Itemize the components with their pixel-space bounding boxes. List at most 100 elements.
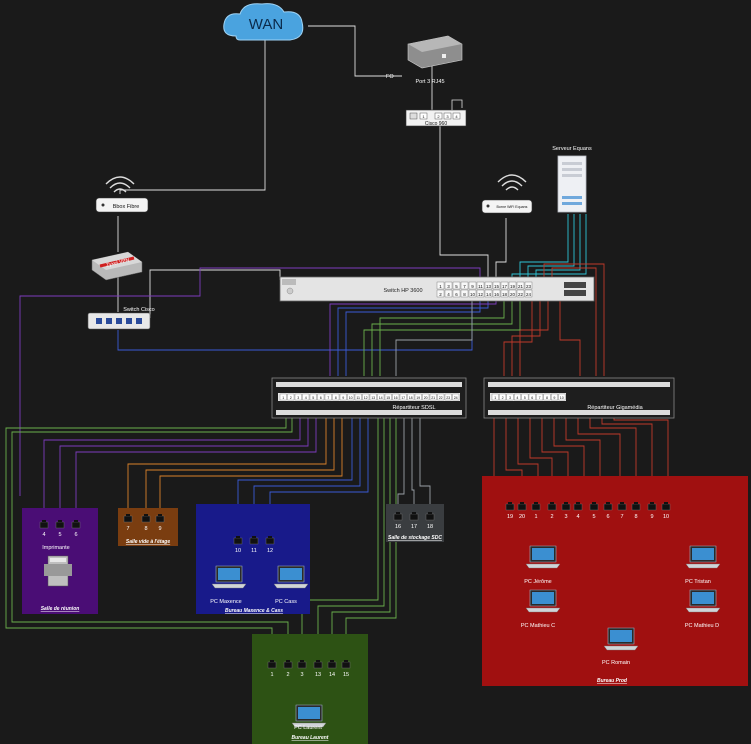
hp-port xyxy=(500,281,509,290)
hp-port xyxy=(468,281,477,290)
cable-sdsl-stockage-2 xyxy=(411,418,415,512)
rj45-jack-icon xyxy=(313,661,323,669)
fo-label: FO xyxy=(386,74,394,80)
sdsl-port xyxy=(414,393,422,401)
gigamedia-port-number: 6 xyxy=(531,396,533,400)
rj45-latch xyxy=(344,660,348,662)
room-reunion-jack: 4 xyxy=(39,520,49,538)
room-maxence-jack: 12 xyxy=(265,536,275,554)
sdsl-port xyxy=(444,393,452,401)
hp-port xyxy=(524,281,533,290)
rj45-jack-icon xyxy=(123,515,133,523)
pc-maxence-label: PC Maxence xyxy=(210,599,242,605)
laptop-icon xyxy=(525,545,561,569)
sdsl-port xyxy=(294,393,302,401)
cable-hp-sdsl-4 xyxy=(345,300,481,376)
laptop-display xyxy=(532,592,554,604)
room-maxence-ports: 10 11 12 xyxy=(233,536,275,554)
rj45-latch xyxy=(316,660,320,662)
rj45-jack-icon xyxy=(661,503,671,511)
room-maxence-title: Bureau Maxence & Cass xyxy=(225,608,283,614)
rj45-latch xyxy=(268,536,272,538)
gigamedia-port-number: 5 xyxy=(524,396,526,400)
sdsl-port-number: 4 xyxy=(305,396,307,400)
room-prod-title: Bureau Prod xyxy=(597,678,628,684)
room-prod-jack: 1 xyxy=(531,502,541,520)
sdsl-label: Répartiteur SDSL xyxy=(392,405,435,411)
room-maxence-jack: 10 xyxy=(233,536,243,554)
jack-number: 12 xyxy=(267,548,273,554)
rj45-latch xyxy=(634,502,638,504)
hp-port xyxy=(524,289,533,298)
cisco-port xyxy=(419,112,428,120)
sdsl-port xyxy=(422,393,430,401)
gigamedia-port-number: 10 xyxy=(560,396,564,400)
gigamedia-port-number: 8 xyxy=(546,396,548,400)
gigamedia-port xyxy=(491,393,499,401)
rj45-jack-icon xyxy=(573,503,583,511)
hp-port xyxy=(484,281,493,290)
switch-cisco-port xyxy=(96,318,102,324)
jack-number: 11 xyxy=(251,548,257,554)
rj45-latch xyxy=(520,502,524,504)
gigamedia-port xyxy=(543,393,551,401)
hp-port-number: 23 xyxy=(526,284,532,289)
switch-cisco-label: Switch Cisco xyxy=(123,307,154,313)
switch-cisco-port xyxy=(136,318,142,324)
room-laurent-jack: 2 xyxy=(283,660,293,678)
rj45-jack-icon xyxy=(249,537,259,545)
rj45-jack-icon xyxy=(327,661,337,669)
cable-sdsl-etage-2 xyxy=(145,418,335,514)
jack-number: 9 xyxy=(158,526,161,532)
rj45-jack-icon xyxy=(647,503,657,511)
cisco-port xyxy=(434,112,443,120)
room-etage-jack: 7 xyxy=(123,514,133,532)
cable-hp-sdsl-6 xyxy=(329,300,497,376)
jack-number: 18 xyxy=(427,524,433,530)
rj45-latch xyxy=(534,502,538,504)
cable-hp-giga-5 xyxy=(511,300,541,376)
rj45-jack-icon xyxy=(617,503,627,511)
sdsl-port-number: 14 xyxy=(379,396,383,400)
sdsl-port xyxy=(354,393,362,401)
rj45-jack-icon xyxy=(505,503,515,511)
rj45-latch xyxy=(330,660,334,662)
sdsl-port-number: 3 xyxy=(297,396,299,400)
rj45-latch xyxy=(58,520,62,522)
gigamedia-port-number: 9 xyxy=(553,396,555,400)
gigamedia-port xyxy=(521,393,529,401)
rj45-jack-icon xyxy=(155,515,165,523)
cable-ap-hp xyxy=(495,218,507,282)
jack-number: 10 xyxy=(235,548,241,554)
cable-sdsl-laurent-2 xyxy=(11,418,293,660)
cable-hp-sdsl-5 xyxy=(337,300,489,376)
laptop-base xyxy=(211,583,247,589)
sdsl-port-number: 16 xyxy=(394,396,398,400)
cable-server-hp-4 xyxy=(511,214,587,282)
switch-cisco-port-group xyxy=(96,318,142,324)
hp-port-number: 9 xyxy=(471,284,474,289)
bbox-label: Bbox Fibre xyxy=(113,204,140,210)
vpn-firewall: Zyxel VPN xyxy=(91,251,143,281)
laptop-base xyxy=(273,583,309,589)
hp-port-number: 13 xyxy=(486,284,492,289)
sdsl-port-number: 20 xyxy=(424,396,428,400)
sdsl-port-number: 6 xyxy=(320,396,322,400)
cable-hp-sdsl-3 xyxy=(363,300,521,376)
jack-number: 6 xyxy=(606,514,609,520)
laptop-display xyxy=(692,548,714,560)
wan-label: WAN xyxy=(249,16,283,33)
room-prod-jack: 7 xyxy=(617,502,627,520)
laptop-base xyxy=(525,607,561,613)
printer-icon xyxy=(44,555,72,587)
sdsl-port-number: 17 xyxy=(401,396,405,400)
sdsl-port-number: 1 xyxy=(282,396,284,400)
sdsl-port-number: 12 xyxy=(364,396,368,400)
sdsl-port-number: 2 xyxy=(290,396,292,400)
